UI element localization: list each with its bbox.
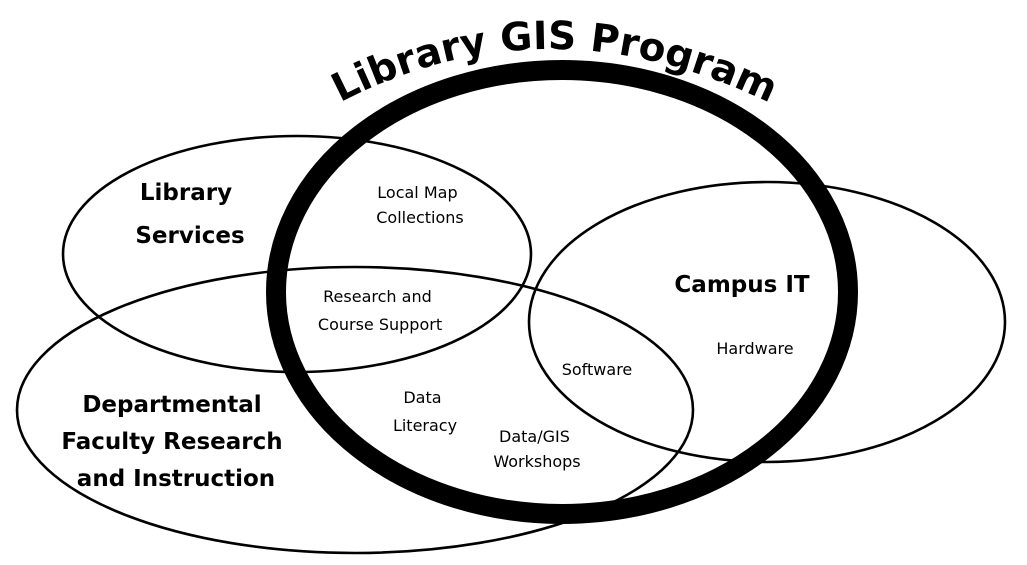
campus-it-ellipse [527, 180, 1007, 464]
region-software: Software [562, 360, 633, 379]
label-library-services: Library Services [135, 180, 244, 249]
label-departmental: Departmental Faculty Research and Instru… [61, 392, 290, 492]
region-research-course-support: Research and Course Support [318, 287, 442, 334]
label-campus-it: Campus IT [674, 272, 809, 298]
departmental-ellipse [15, 265, 695, 555]
region-data-gis-workshops: Data/GIS Workshops [493, 427, 580, 471]
region-data-literacy: Data Literacy [393, 388, 457, 435]
region-hardware: Hardware [716, 339, 793, 358]
region-local-map-collections: Local Map Collections [376, 183, 463, 227]
library-services-ellipse [61, 134, 533, 374]
library-gis-program-ring [266, 60, 858, 524]
